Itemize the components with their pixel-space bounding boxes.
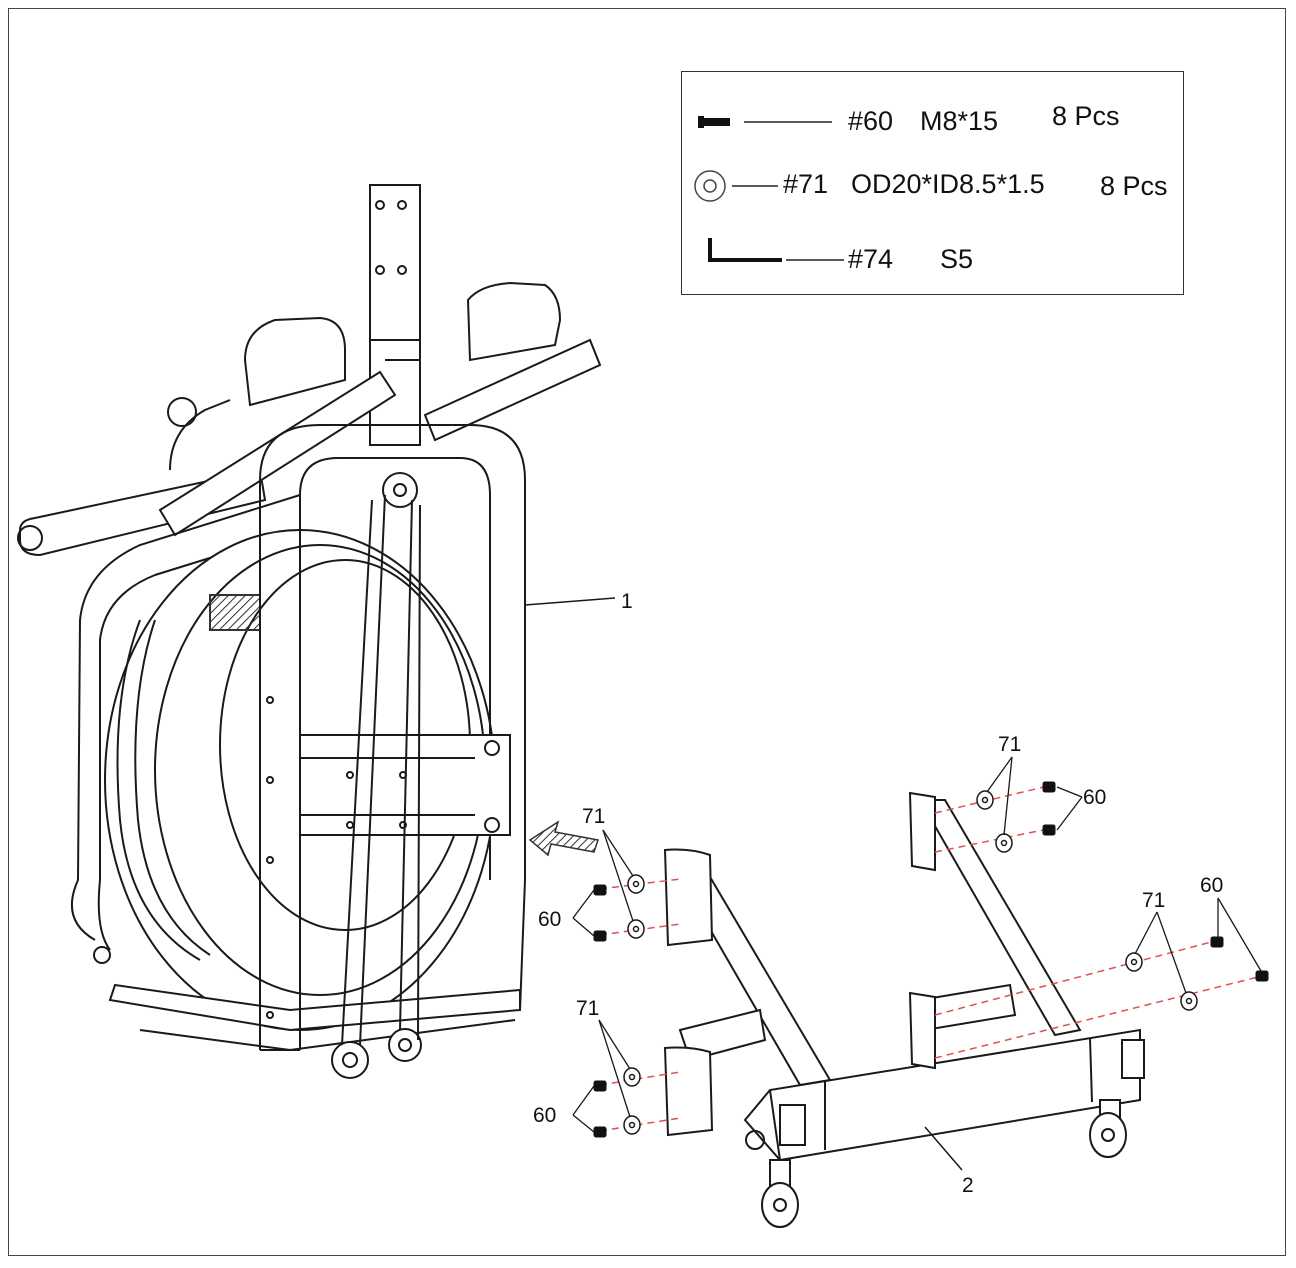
callout-washer: 71 [1142, 889, 1165, 912]
callout-frame-1: 1 [621, 590, 633, 613]
callout-washer: 71 [998, 733, 1021, 756]
washer-icon [623, 1115, 641, 1135]
washer-icon [976, 790, 994, 810]
legend-leader [732, 185, 778, 187]
bolt-icon [593, 1126, 607, 1138]
rowing-machine-frame [17, 184, 616, 1079]
washer-icon [1180, 991, 1198, 1011]
bolt-icon [593, 1080, 607, 1092]
callout-washer: 71 [576, 997, 599, 1020]
bolt-icon [1042, 824, 1056, 836]
washer-icon [694, 170, 726, 202]
callout-bolt: 60 [538, 908, 561, 931]
legend-leader [744, 121, 832, 123]
legend-qty-60: 8 Pcs [1052, 101, 1120, 131]
legend-spec-74: S5 [940, 244, 974, 274]
callout-base-2: 2 [962, 1174, 974, 1197]
legend-spec-71: OD20*ID8.5*1.5 [851, 169, 1045, 199]
callout-leaders [572, 756, 1262, 1133]
washer-icon [627, 919, 645, 939]
callout-bolt: 60 [533, 1104, 556, 1127]
bolt-icon [1255, 970, 1269, 982]
callout-bolt: 60 [1200, 874, 1223, 897]
callout-bolt: 60 [1083, 786, 1106, 809]
washer-icon [1125, 952, 1143, 972]
bolt-icon [698, 116, 730, 128]
washers [623, 790, 1198, 1135]
bolt-icon [593, 930, 607, 942]
legend-part-60: #60 [848, 106, 894, 136]
base-stabilizer [663, 791, 1145, 1228]
washer-icon [627, 874, 645, 894]
hardware-legend: #60 M8*15 8 Pcs #71 OD20*ID8.5*1.5 8 Pcs… [681, 71, 1184, 295]
assembly-direction-arrow [528, 820, 599, 857]
bolt-icon [1042, 781, 1056, 793]
washer-icon [623, 1067, 641, 1087]
bolts [593, 781, 1269, 1138]
legend-qty-71: 8 Pcs [1100, 171, 1168, 201]
callout-washer: 71 [582, 805, 605, 828]
legend-part-71: #71 [783, 169, 829, 199]
washer-icon [995, 833, 1013, 853]
bolt-icon [1210, 936, 1224, 948]
legend-part-74: #74 [848, 244, 894, 274]
legend-leader [786, 259, 844, 261]
legend-spec-60: M8*15 [920, 106, 999, 136]
bolt-icon [593, 884, 607, 896]
allen-key-icon [708, 238, 782, 262]
diagram-border [8, 8, 1286, 1256]
